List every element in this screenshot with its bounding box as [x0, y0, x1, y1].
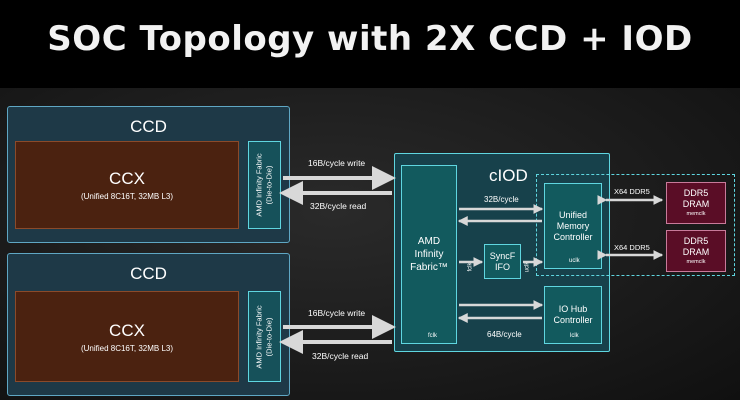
syncfifo-block: SyncF IFO [484, 244, 521, 279]
iod-fabric-line1: AMD [417, 236, 441, 247]
dram2-line1: DDR5 [683, 236, 709, 246]
dram1-clock: memclk [686, 211, 706, 217]
memory-domain-boundary [536, 174, 735, 276]
ccx-bottom-title: CCX [109, 320, 145, 340]
link-bottom-write-label: 16B/cycle write [308, 308, 366, 318]
dram2-clock: memclk [686, 259, 706, 265]
iohub-clock: lclk [570, 333, 579, 339]
ccd-top-fabric-line2: (Die-to-Die) [264, 165, 274, 205]
link-bottom-read-label: 32B/cycle read [312, 351, 369, 361]
syncfifo-line1: SyncF [489, 250, 516, 261]
ccd-bottom-infinity-fabric: AMD Infinity Fabric (Die-to-Die) [248, 291, 281, 382]
dram1-line1: DDR5 [683, 188, 709, 198]
ccx-top-title: CCX [109, 169, 145, 188]
link-top-write-label: 16B/cycle write [308, 158, 366, 168]
umc-link-label: 32B/cycle [484, 195, 519, 204]
syncfifo-line2: IFO [495, 261, 510, 272]
ccx-top: CCX (Unified 8C16T, 32MB L3) [15, 141, 239, 229]
link-top-read-label: 32B/cycle read [310, 201, 367, 211]
ccx-bottom: CCX (Unified 8C16T, 32MB L3) [15, 291, 239, 382]
ddr5-dram-2: DDR5 DRAM memclk [666, 230, 726, 272]
iod-fabric-line2: Infinity [414, 249, 444, 260]
syncfifo-fclk-label: fclk [467, 262, 474, 272]
unified-memory-controller: Unified Memory Controller uclk [544, 183, 602, 269]
umc-line2: Memory [556, 220, 590, 231]
ccx-top-subtitle: (Unified 8C16T, 32MB L3) [80, 192, 174, 201]
ccd-bottom-fabric-line2: (Die-to-Die) [264, 317, 274, 356]
iod-fabric-line3: Fabric™ [410, 262, 448, 273]
umc-line3: Controller [553, 231, 593, 242]
dram1-line2: DRAM [682, 199, 710, 209]
iohub-line2: Controller [553, 315, 593, 325]
ccd-bottom-label: CCD [130, 264, 167, 283]
ciod-label: cIOD [489, 166, 528, 185]
ddr5-dram-1: DDR5 DRAM memclk [666, 182, 726, 224]
umc-line1: Unified [558, 209, 587, 220]
ddr5-channel-label-2: X64 DDR5 [614, 243, 650, 252]
ccd-top-fabric-line1: AMD Infinity Fabric [254, 153, 264, 217]
iod-fabric-clock: fclk [428, 333, 437, 339]
ccd-top-label: CCD [130, 117, 167, 136]
ccd-top-infinity-fabric: AMD Infinity Fabric (Die-to-Die) [248, 141, 281, 229]
ccx-bottom-subtitle: (Unified 8C16T, 32MB L3) [80, 343, 174, 353]
ccd-bottom-fabric-line1: AMD Infinity Fabric [254, 304, 264, 369]
dram2-line2: DRAM [682, 247, 710, 257]
iod-infinity-fabric: AMD Infinity Fabric™ fclk [401, 165, 457, 344]
iohub-link-label: 64B/cycle [487, 330, 522, 339]
syncfifo-uclk-label: uclk [524, 261, 531, 273]
umc-clock: uclk [569, 258, 580, 264]
io-hub-controller: IO Hub Controller lclk [544, 286, 602, 344]
iohub-line1: IO Hub [558, 304, 588, 314]
ddr5-channel-label-1: X64 DDR5 [614, 187, 650, 196]
slide-title: SOC Topology with 2X CCD + IOD [47, 19, 693, 59]
